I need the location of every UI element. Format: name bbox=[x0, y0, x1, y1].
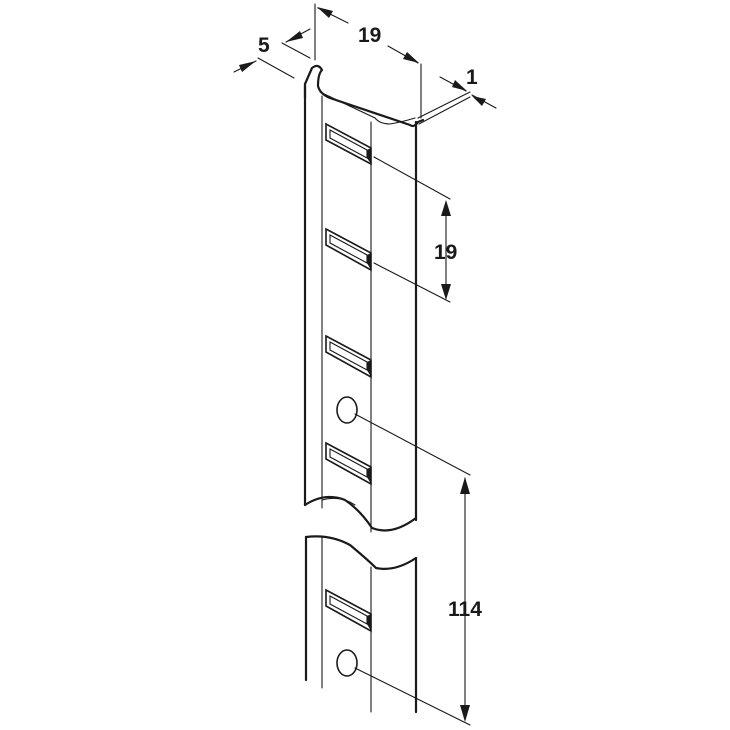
dimension-depth: 5 bbox=[233, 28, 311, 79]
screw-hole-lower bbox=[336, 649, 358, 677]
dimension-slot-pitch: 19 bbox=[373, 156, 457, 303]
slot-5 bbox=[325, 588, 372, 633]
dimension-width: 19 bbox=[314, 3, 422, 119]
dimension-hole-spacing: 114 bbox=[354, 413, 482, 726]
screw-hole-upper bbox=[336, 396, 358, 424]
slot-2 bbox=[325, 227, 372, 272]
dimension-thickness: 1 bbox=[417, 66, 497, 125]
dimension-width-label: 19 bbox=[358, 24, 381, 47]
dimension-slot-pitch-label: 19 bbox=[434, 241, 457, 264]
dimension-hole-spacing-label: 114 bbox=[448, 598, 482, 621]
dimension-depth-label: 5 bbox=[258, 34, 270, 57]
slot-1 bbox=[325, 122, 372, 166]
profile-upper-segment bbox=[303, 64, 425, 533]
dimension-thickness-label: 1 bbox=[466, 66, 478, 89]
profile-lower-segment bbox=[304, 535, 418, 714]
slot-3 bbox=[325, 334, 372, 379]
slot-4 bbox=[325, 441, 372, 486]
